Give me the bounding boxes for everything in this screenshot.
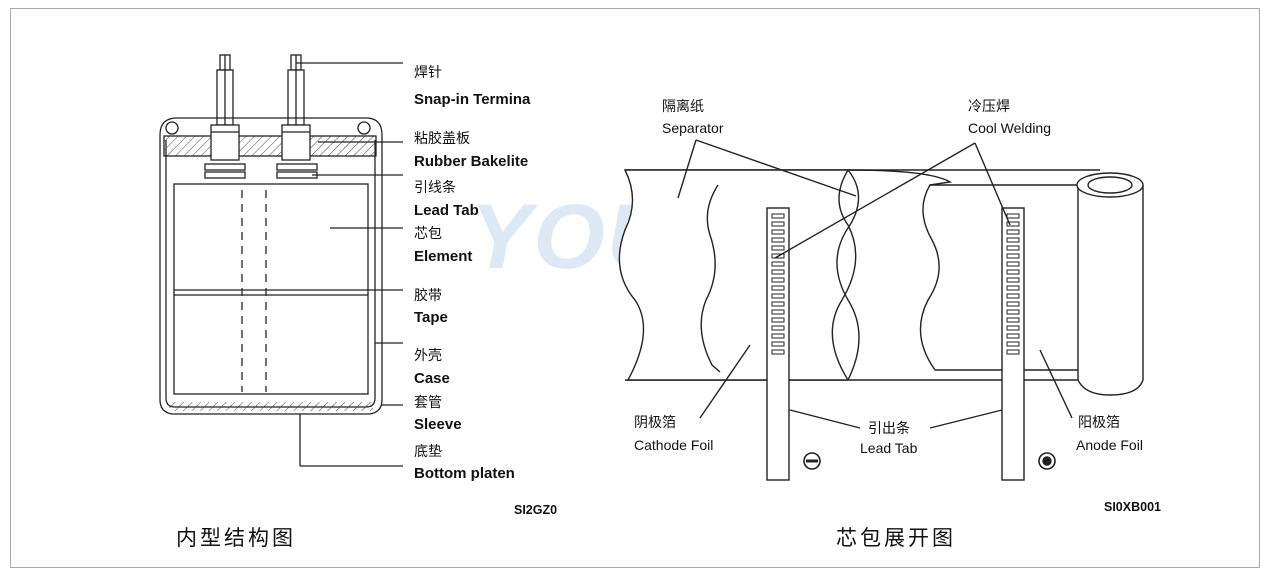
label-anode-foil-cn: 阳极箔 (1078, 415, 1120, 431)
lead-tab-slot (1006, 277, 1020, 283)
lead-tab-slot (771, 293, 785, 299)
lead-tab-slot (771, 285, 785, 291)
lead-tab-slot (771, 277, 785, 283)
lead-tab-slot (1006, 229, 1020, 235)
lead-tab-slot (1006, 253, 1020, 259)
lead-tab-slot (1006, 325, 1020, 331)
lead-tab-slot (1006, 285, 1020, 291)
plus-symbol (1038, 452, 1056, 470)
lead-tab-slot (771, 325, 785, 331)
element-roll (1076, 172, 1144, 396)
lead-tab-slot (771, 245, 785, 251)
lead-tab-slot (1006, 317, 1020, 323)
label-lead-tab-en-right: Lead Tab (860, 440, 918, 456)
lead-tab-slot (1006, 269, 1020, 275)
lead-tab-slot (1006, 221, 1020, 227)
lead-tab-slot (771, 229, 785, 235)
left-diagram-caption: 内型结构图 (176, 526, 296, 550)
label-cathode-foil-en: Cathode Foil (634, 437, 714, 453)
snap-in-terminal-left (216, 54, 234, 126)
label-element-en: Element (414, 248, 473, 265)
label-anode-foil-en: Anode Foil (1076, 437, 1143, 453)
sleeve-outline (159, 117, 383, 415)
right-diagram-code: SI0XB001 (1104, 500, 1161, 514)
label-case-en: Case (414, 370, 450, 387)
lead-tab-slot (771, 333, 785, 339)
lead-tab-slot (771, 317, 785, 323)
label-rubber-bakelite-en: Rubber Bakelite (414, 153, 529, 170)
cathode-foil-sheet (700, 184, 721, 373)
lead-tab-slot (771, 213, 785, 219)
lead-tab-slot (771, 341, 785, 347)
label-tape-en: Tape (414, 309, 448, 326)
lead-tab-slot (771, 349, 785, 355)
label-bottom-platen-en: Bottom platen (414, 465, 515, 482)
lead-tab-anode (1001, 207, 1025, 481)
label-separator-cn: 隔离纸 (662, 99, 704, 115)
label-tape-cn: 胶带 (414, 288, 442, 304)
label-separator-en: Separator (662, 120, 724, 136)
label-sleeve-en: Sleeve (414, 416, 462, 433)
label-bottom-platen-cn: 底垫 (414, 444, 442, 460)
anode-foil-sheet (919, 184, 1081, 371)
lead-tab-slot (1006, 261, 1020, 267)
lead-tab-slot (1006, 333, 1020, 339)
label-element-cn: 芯包 (414, 226, 442, 242)
lead-tab-cathode (766, 207, 790, 481)
label-lead-tab-cn-right: 引出条 (868, 421, 910, 437)
label-case-cn: 外壳 (414, 348, 442, 364)
lead-tab-slot (771, 237, 785, 243)
lead-tab-slot (1006, 349, 1020, 355)
label-cool-welding-cn: 冷压焊 (968, 99, 1010, 115)
label-lead-tab-cn: 引线条 (414, 180, 456, 196)
separator-sheet (618, 169, 860, 381)
lead-tab-slot (1006, 309, 1020, 315)
right-diagram-caption: 芯包展开图 (836, 526, 956, 550)
left-diagram-code: SI2GZ0 (514, 503, 558, 517)
lead-tab-slot (1006, 213, 1020, 219)
lead-tab-slot (771, 269, 785, 275)
element-block (173, 183, 369, 395)
label-cool-welding-en: Cool Welding (968, 120, 1052, 136)
label-snap-in-terminal-en: Snap-in Termina (414, 91, 531, 108)
lead-tab-slot (1006, 341, 1020, 347)
lead-tab-slot (1006, 245, 1020, 251)
label-sleeve-cn: 套管 (414, 395, 442, 411)
lead-tab-slot (1006, 301, 1020, 307)
label-lead-tab-en: Lead Tab (414, 202, 479, 219)
minus-symbol (803, 452, 821, 470)
lead-tab-slot (771, 301, 785, 307)
lead-tab-slot (1006, 293, 1020, 299)
label-cathode-foil-cn: 阴极箔 (634, 415, 676, 431)
lead-tab-slot (771, 221, 785, 227)
lead-tab-slot (771, 309, 785, 315)
label-rubber-bakelite-cn: 粘胶盖板 (414, 131, 470, 147)
label-snap-in-terminal-cn: 焊针 (414, 65, 442, 81)
lead-tab-slot (1006, 237, 1020, 243)
lead-tab-slot (771, 261, 785, 267)
